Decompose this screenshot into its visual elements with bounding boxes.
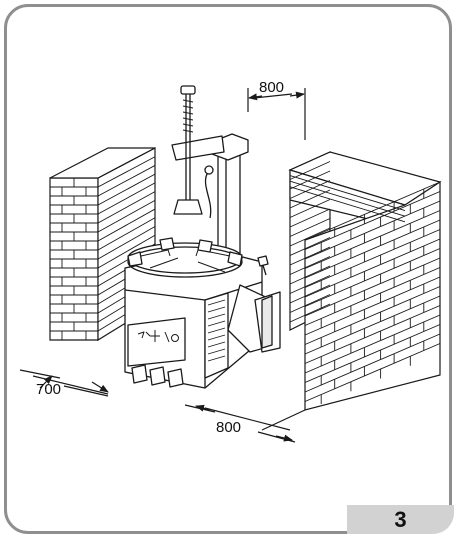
right-brick-wall (288, 151, 442, 411)
foot-pedals (131, 364, 184, 388)
dimension-front (184, 404, 306, 443)
dimension-left (19, 369, 109, 397)
dimension-top (247, 88, 306, 140)
tyre-changer-machine (124, 85, 281, 389)
dimension-label-left: 700 (36, 381, 61, 398)
figure-frame (4, 4, 452, 534)
dimension-label-front: 800 (216, 419, 241, 436)
dimension-label-top: 800 (259, 79, 284, 96)
figure-number-badge: 3 (347, 505, 454, 534)
